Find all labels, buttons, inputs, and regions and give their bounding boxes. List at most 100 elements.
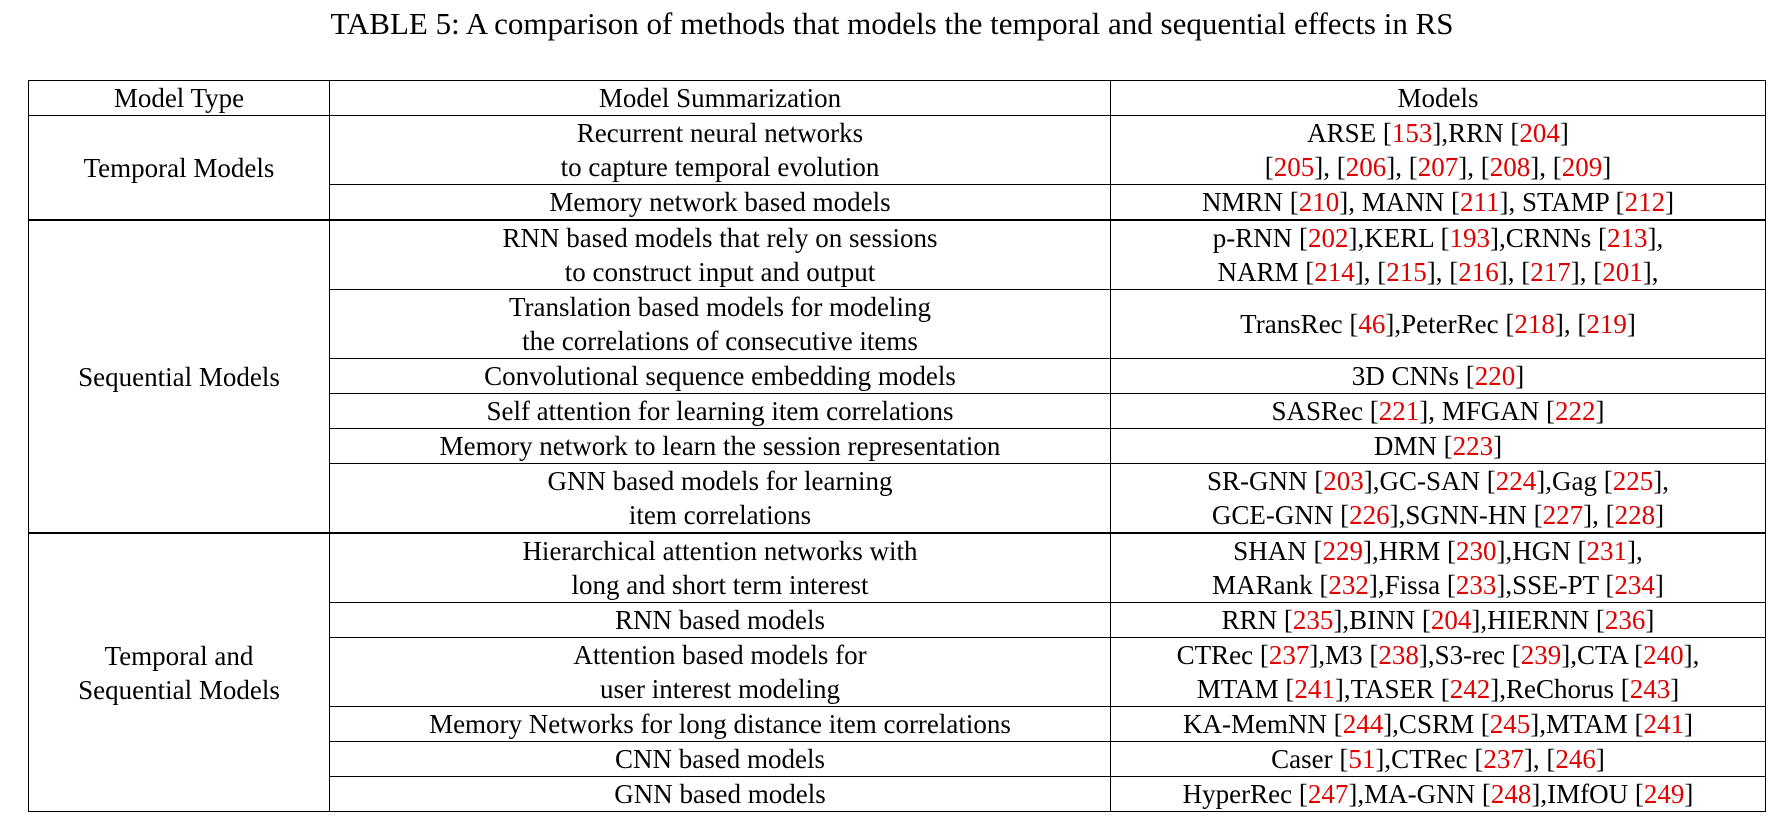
- models-text: ],GC-SAN [: [1363, 466, 1496, 496]
- citation-link[interactable]: 153: [1391, 118, 1433, 148]
- models-text: ],CSRM [: [1383, 709, 1490, 739]
- citation-link[interactable]: 225: [1612, 466, 1654, 496]
- citation-link[interactable]: 242: [1449, 674, 1491, 704]
- citation-link[interactable]: 216: [1458, 257, 1499, 287]
- citation-link[interactable]: 214: [1314, 257, 1355, 287]
- citation-link[interactable]: 245: [1489, 709, 1531, 739]
- model-summary-text: GNN based models for learning: [547, 466, 893, 496]
- citation-link[interactable]: 210: [1298, 187, 1340, 217]
- citation-link[interactable]: 224: [1495, 466, 1537, 496]
- models-cell: SHAN [229],HRM [230],HGN [231],MARank [2…: [1110, 532, 1766, 603]
- models-text: ],: [1653, 466, 1669, 496]
- citation-link[interactable]: 213: [1607, 223, 1648, 253]
- models-line: DMN [223]: [1117, 429, 1759, 463]
- models-cell: 3D CNNs [220]: [1110, 358, 1766, 394]
- models-line: 3D CNNs [220]: [1117, 359, 1759, 393]
- citation-link[interactable]: 243: [1629, 674, 1671, 704]
- models-text: ],CTA [: [1561, 640, 1644, 670]
- citation-link[interactable]: 248: [1490, 779, 1532, 809]
- citation-link[interactable]: 219: [1586, 309, 1627, 339]
- citation-link[interactable]: 233: [1455, 570, 1497, 600]
- citation-link[interactable]: 222: [1555, 396, 1596, 426]
- models-line: CTRec [237],M3 [238],S3-rec [239],CTA [2…: [1117, 638, 1759, 672]
- models-line: SR-GNN [203],GC-SAN [224],Gag [225],: [1117, 464, 1759, 498]
- citation-link[interactable]: 240: [1643, 640, 1684, 670]
- citation-link[interactable]: 235: [1292, 605, 1334, 635]
- citation-link[interactable]: 239: [1520, 640, 1562, 670]
- models-text: ], [: [1570, 257, 1603, 287]
- citation-link[interactable]: 241: [1294, 674, 1335, 704]
- citation-link[interactable]: 220: [1474, 361, 1516, 391]
- citation-link[interactable]: 226: [1349, 500, 1390, 530]
- citation-link[interactable]: 209: [1561, 152, 1603, 182]
- citation-link[interactable]: 217: [1530, 257, 1571, 287]
- models-text: ],RRN [: [1432, 118, 1520, 148]
- citation-link[interactable]: 205: [1273, 152, 1315, 182]
- models-text: KA-MemNN [: [1182, 709, 1343, 739]
- citation-link[interactable]: 51: [1348, 744, 1376, 774]
- models-text: ],HIERNN [: [1471, 605, 1605, 635]
- models-text: SASRec [: [1271, 396, 1379, 426]
- model-summary-cell: Memory Networks for long distance item c…: [329, 706, 1111, 742]
- model-summary-cell: RNN based models: [329, 602, 1111, 638]
- citation-link[interactable]: 207: [1417, 152, 1459, 182]
- citation-link[interactable]: 212: [1624, 187, 1666, 217]
- model-summary-text: user interest modeling: [600, 674, 840, 704]
- citation-link[interactable]: 211: [1459, 187, 1500, 217]
- citation-link[interactable]: 204: [1430, 605, 1472, 635]
- model-type-text: Temporal Models: [83, 152, 275, 183]
- citation-link[interactable]: 227: [1542, 500, 1584, 530]
- citation-link[interactable]: 238: [1378, 640, 1419, 670]
- citation-link[interactable]: 201: [1602, 257, 1643, 287]
- citation-link[interactable]: 206: [1345, 152, 1387, 182]
- citation-link[interactable]: 249: [1643, 779, 1685, 809]
- models-text: GCE-GNN [: [1211, 500, 1350, 530]
- citation-link[interactable]: 202: [1308, 223, 1349, 253]
- citation-link[interactable]: 230: [1456, 536, 1497, 566]
- citation-link[interactable]: 247: [1307, 779, 1349, 809]
- models-text: ],HRM [: [1363, 536, 1457, 566]
- citation-link[interactable]: 241: [1643, 709, 1685, 739]
- citation-link[interactable]: 246: [1555, 744, 1596, 774]
- citation-link[interactable]: 223: [1452, 431, 1494, 461]
- citation-link[interactable]: 203: [1323, 466, 1364, 496]
- models-text: ],: [1647, 223, 1664, 253]
- models-text: ], [: [1498, 257, 1531, 287]
- citation-link[interactable]: 232: [1328, 570, 1369, 600]
- citation-link[interactable]: 221: [1378, 396, 1420, 426]
- models-text: ], [: [1530, 152, 1562, 182]
- citation-link[interactable]: 46: [1358, 309, 1386, 339]
- models-text: ]: [1626, 309, 1636, 339]
- citation-link[interactable]: 244: [1342, 709, 1384, 739]
- model-type-cell: Sequential Models: [28, 219, 330, 534]
- model-summary-text: CNN based models: [615, 744, 825, 774]
- citation-link[interactable]: 236: [1604, 605, 1646, 635]
- models-text: ], [: [1583, 500, 1615, 530]
- models-text: ]: [1684, 709, 1694, 739]
- models-text: ],Fissa [: [1368, 570, 1456, 600]
- citation-link[interactable]: 234: [1614, 570, 1655, 600]
- citation-link[interactable]: 231: [1586, 536, 1628, 566]
- citation-link[interactable]: 208: [1489, 152, 1531, 182]
- model-summary-text: to construct input and output: [564, 257, 876, 287]
- citation-link[interactable]: 193: [1449, 223, 1490, 253]
- citation-link[interactable]: 228: [1614, 500, 1656, 530]
- citation-link[interactable]: 229: [1322, 536, 1364, 566]
- citation-link[interactable]: 215: [1386, 257, 1427, 287]
- models-text: ],: [1683, 640, 1700, 670]
- citation-link[interactable]: 204: [1519, 118, 1560, 148]
- models-text: p-RNN [: [1212, 223, 1308, 253]
- models-text: ],ReChorus [: [1490, 674, 1630, 704]
- models-text: ]: [1655, 500, 1665, 530]
- table-header: Model Type Model Summarization Models: [28, 80, 1766, 116]
- models-line: NMRN [210], MANN [211], STAMP [212]: [1117, 185, 1759, 219]
- models-cell: DMN [223]: [1110, 428, 1766, 464]
- citation-link[interactable]: 237: [1268, 640, 1310, 670]
- citation-link[interactable]: 218: [1514, 309, 1555, 339]
- models-text: ]: [1654, 570, 1664, 600]
- citation-link[interactable]: 237: [1483, 744, 1524, 774]
- models-text: ], [: [1386, 152, 1418, 182]
